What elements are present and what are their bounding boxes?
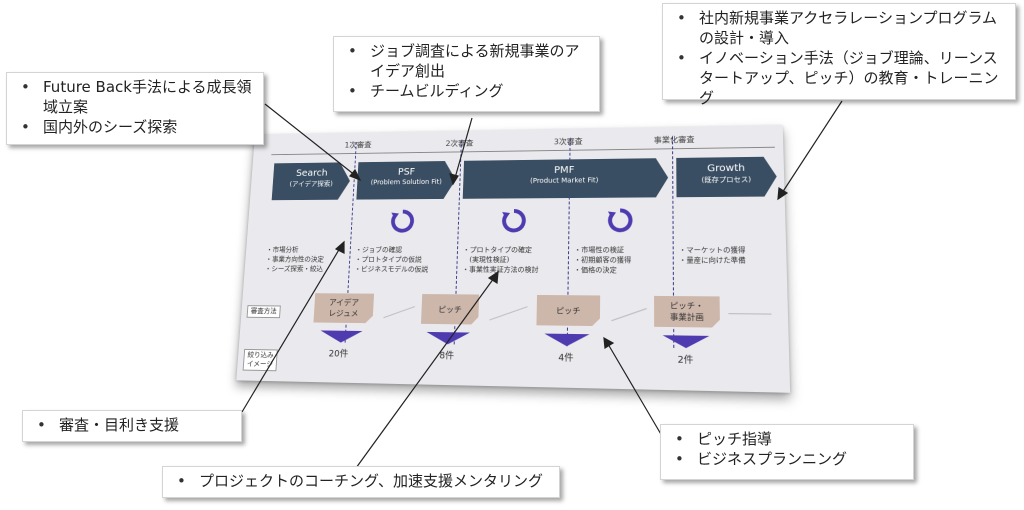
leader-line-bottom-left (242, 248, 340, 412)
callout-item: チームビルディング (348, 81, 589, 101)
leader-line-bottom-right (608, 344, 662, 436)
callout-item: プロジェクトのコーチング、加速支援メンタリング (177, 471, 549, 491)
leader-line-top-right (782, 101, 842, 193)
callout-item: イノベーション手法（ジョブ理論、リーンスタートアップ、ピッチ）の教育・トレーニン… (677, 48, 1005, 108)
callout-top-middle: ジョブ調査による新規事業のアイデア創出 チームビルディング (333, 36, 600, 112)
leader-arrowhead (604, 338, 613, 348)
leader-line-top-left (265, 104, 356, 176)
callout-bottom-left: 審査・目利き支援 (22, 410, 242, 442)
callout-bottom-middle: プロジェクトのコーチング、加速支援メンタリング (162, 466, 560, 498)
leader-arrowhead (450, 174, 458, 184)
leader-arrowhead (489, 272, 498, 283)
callout-item: ジョブ調査による新規事業のアイデア創出 (348, 41, 589, 81)
callout-top-left: Future Back手法による成長領域立案 国内外のシーズ探索 (6, 72, 264, 145)
leader-arrowhead (778, 188, 787, 199)
callout-item: 国内外のシーズ探索 (21, 117, 253, 137)
callout-item: 審査・目利き支援 (37, 415, 231, 435)
callout-top-right: 社内新規事業アクセラレーションプログラムの設計・導入 イノベーション手法（ジョブ… (662, 3, 1016, 100)
leader-line-top-middle (455, 118, 472, 178)
callout-item: ピッチ指導 (675, 429, 903, 449)
callout-item: 社内新規事業アクセラレーションプログラムの設計・導入 (677, 8, 1005, 48)
leader-line-bottom-middle (356, 278, 494, 468)
leader-arrowhead (336, 242, 344, 253)
leader-arrowhead (350, 170, 360, 180)
callout-bottom-right: ピッチ指導 ビジネスプランニング (660, 424, 914, 480)
callout-item: ビジネスプランニング (675, 449, 903, 469)
callout-item: Future Back手法による成長領域立案 (21, 77, 253, 117)
